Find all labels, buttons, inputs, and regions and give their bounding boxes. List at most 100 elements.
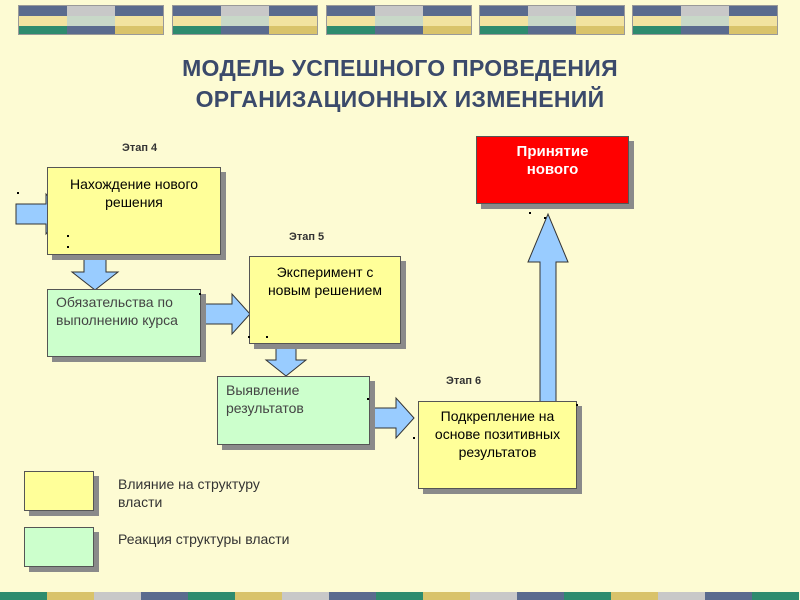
decorative-stripe-segment (681, 6, 731, 16)
decorative-stripe-segment (705, 592, 752, 600)
decorative-stripe-segment (327, 6, 377, 16)
decorative-stripe-segment (0, 592, 47, 600)
stage-5-label: Этап 5 (289, 231, 325, 243)
decorative-stripe-segment (576, 26, 624, 34)
decorative-stripe-segment (173, 16, 223, 26)
decorative-stripe-segment (115, 26, 163, 34)
marker-dot (248, 336, 250, 338)
marker-dot (576, 404, 578, 406)
decorative-stripe-segment (19, 16, 69, 26)
decorative-stripe-segment (517, 592, 564, 600)
decorative-stripe-block (172, 5, 318, 35)
decorative-stripe-segment (729, 6, 777, 16)
node-commitment-text: Обязательства по выполнению курса (56, 294, 178, 328)
decorative-stripe-segment (173, 6, 223, 16)
decorative-stripe-segment (188, 592, 235, 600)
marker-dot (67, 246, 69, 248)
title-line-1: МОДЕЛЬ УСПЕШНОГО ПРОВЕДЕНИЯ (182, 55, 618, 81)
decorative-stripe-segment (375, 16, 425, 26)
marker-dot (367, 398, 369, 400)
node-results-text: Выявление результатов (226, 382, 304, 416)
decorative-stripe-segment (423, 6, 471, 16)
marker-dot (266, 336, 268, 338)
decorative-stripe-segment (269, 6, 317, 16)
node-reinforcement-text: Подкрепление на основе позитивных резуль… (434, 408, 561, 460)
decorative-stripe-segment (423, 26, 471, 34)
marker-dot (17, 192, 19, 194)
decorative-stripe-segment (19, 26, 69, 34)
decorative-stripe-segment (423, 16, 471, 26)
marker-dot (544, 217, 546, 219)
node-finding-solution-text: Нахождение нового решения (69, 176, 199, 210)
title-line-2: ОРГАНИЗАЦИОННЫХ ИЗМЕНЕНИЙ (195, 86, 605, 112)
legend-green-label: Реакция структуры власти (118, 531, 290, 547)
decorative-stripe-segment (528, 6, 578, 16)
decorative-stripe-segment (282, 592, 329, 600)
decorative-stripe-segment (221, 6, 271, 16)
node-reinforcement: Подкрепление на основе позитивных резуль… (418, 401, 577, 489)
decorative-stripe-segment (235, 592, 282, 600)
node-experiment-text: Эксперимент с новым решением (267, 264, 383, 298)
decorative-stripe-segment (528, 26, 578, 34)
decorative-stripe-segment (729, 16, 777, 26)
decorative-stripe-segment (221, 16, 271, 26)
node-commitment: Обязательства по выполнению курса (47, 289, 201, 357)
decorative-stripe-segment (269, 16, 317, 26)
decorative-stripe-segment (576, 16, 624, 26)
decorative-stripe-segment (173, 26, 223, 34)
decorative-stripe-segment (67, 26, 117, 34)
decorative-stripe-segment (375, 6, 425, 16)
decorative-stripe-segment (681, 26, 731, 34)
arrow-up-big (527, 212, 569, 407)
decorative-stripe-segment (752, 592, 799, 600)
decorative-stripe-segment (375, 26, 425, 34)
decorative-stripe-segment (564, 592, 611, 600)
decorative-stripe-segment (576, 6, 624, 16)
top-decorative-stripes (0, 0, 800, 40)
marker-dot (67, 235, 69, 237)
decorative-stripe-segment (269, 26, 317, 34)
decorative-stripe-segment (67, 16, 117, 26)
decorative-stripe-segment (681, 16, 731, 26)
legend-green-swatch (24, 527, 94, 567)
decorative-stripe-block (18, 5, 164, 35)
decorative-stripe-segment (327, 16, 377, 26)
decorative-stripe-segment (423, 592, 470, 600)
legend-yellow-label: Влияние на структуру власти (118, 476, 260, 510)
decorative-stripe-segment (611, 592, 658, 600)
node-results: Выявление результатов (217, 376, 370, 445)
decorative-stripe-segment (528, 16, 578, 26)
node-adoption: Принятие нового (476, 136, 629, 204)
decorative-stripe-segment (115, 6, 163, 16)
marker-dot (529, 212, 531, 214)
marker-dot (199, 293, 201, 295)
decorative-stripe-segment (115, 16, 163, 26)
decorative-stripe-segment (470, 592, 517, 600)
decorative-stripe-segment (480, 16, 530, 26)
decorative-stripe-segment (633, 26, 683, 34)
bottom-decorative-stripes (0, 592, 800, 600)
arrow-right-2 (367, 396, 415, 440)
decorative-stripe-segment (94, 592, 141, 600)
decorative-stripe-segment (67, 6, 117, 16)
decorative-stripe-block (479, 5, 625, 35)
decorative-stripe-segment (633, 16, 683, 26)
decorative-stripe-block (326, 5, 472, 35)
stage-6-label: Этап 6 (446, 375, 482, 387)
legend-yellow-swatch (24, 471, 94, 511)
decorative-stripe-segment (376, 592, 423, 600)
decorative-stripe-segment (329, 592, 376, 600)
decorative-stripe-segment (658, 592, 705, 600)
arrow-right-1 (199, 292, 251, 336)
decorative-stripe-segment (633, 6, 683, 16)
decorative-stripe-segment (327, 26, 377, 34)
decorative-stripe-segment (480, 6, 530, 16)
decorative-stripe-block (632, 5, 778, 35)
decorative-stripe-segment (729, 26, 777, 34)
decorative-stripe-segment (141, 592, 188, 600)
decorative-stripe-segment (47, 592, 94, 600)
decorative-stripe-segment (221, 26, 271, 34)
marker-dot (413, 437, 415, 439)
decorative-stripe-segment (19, 6, 69, 16)
